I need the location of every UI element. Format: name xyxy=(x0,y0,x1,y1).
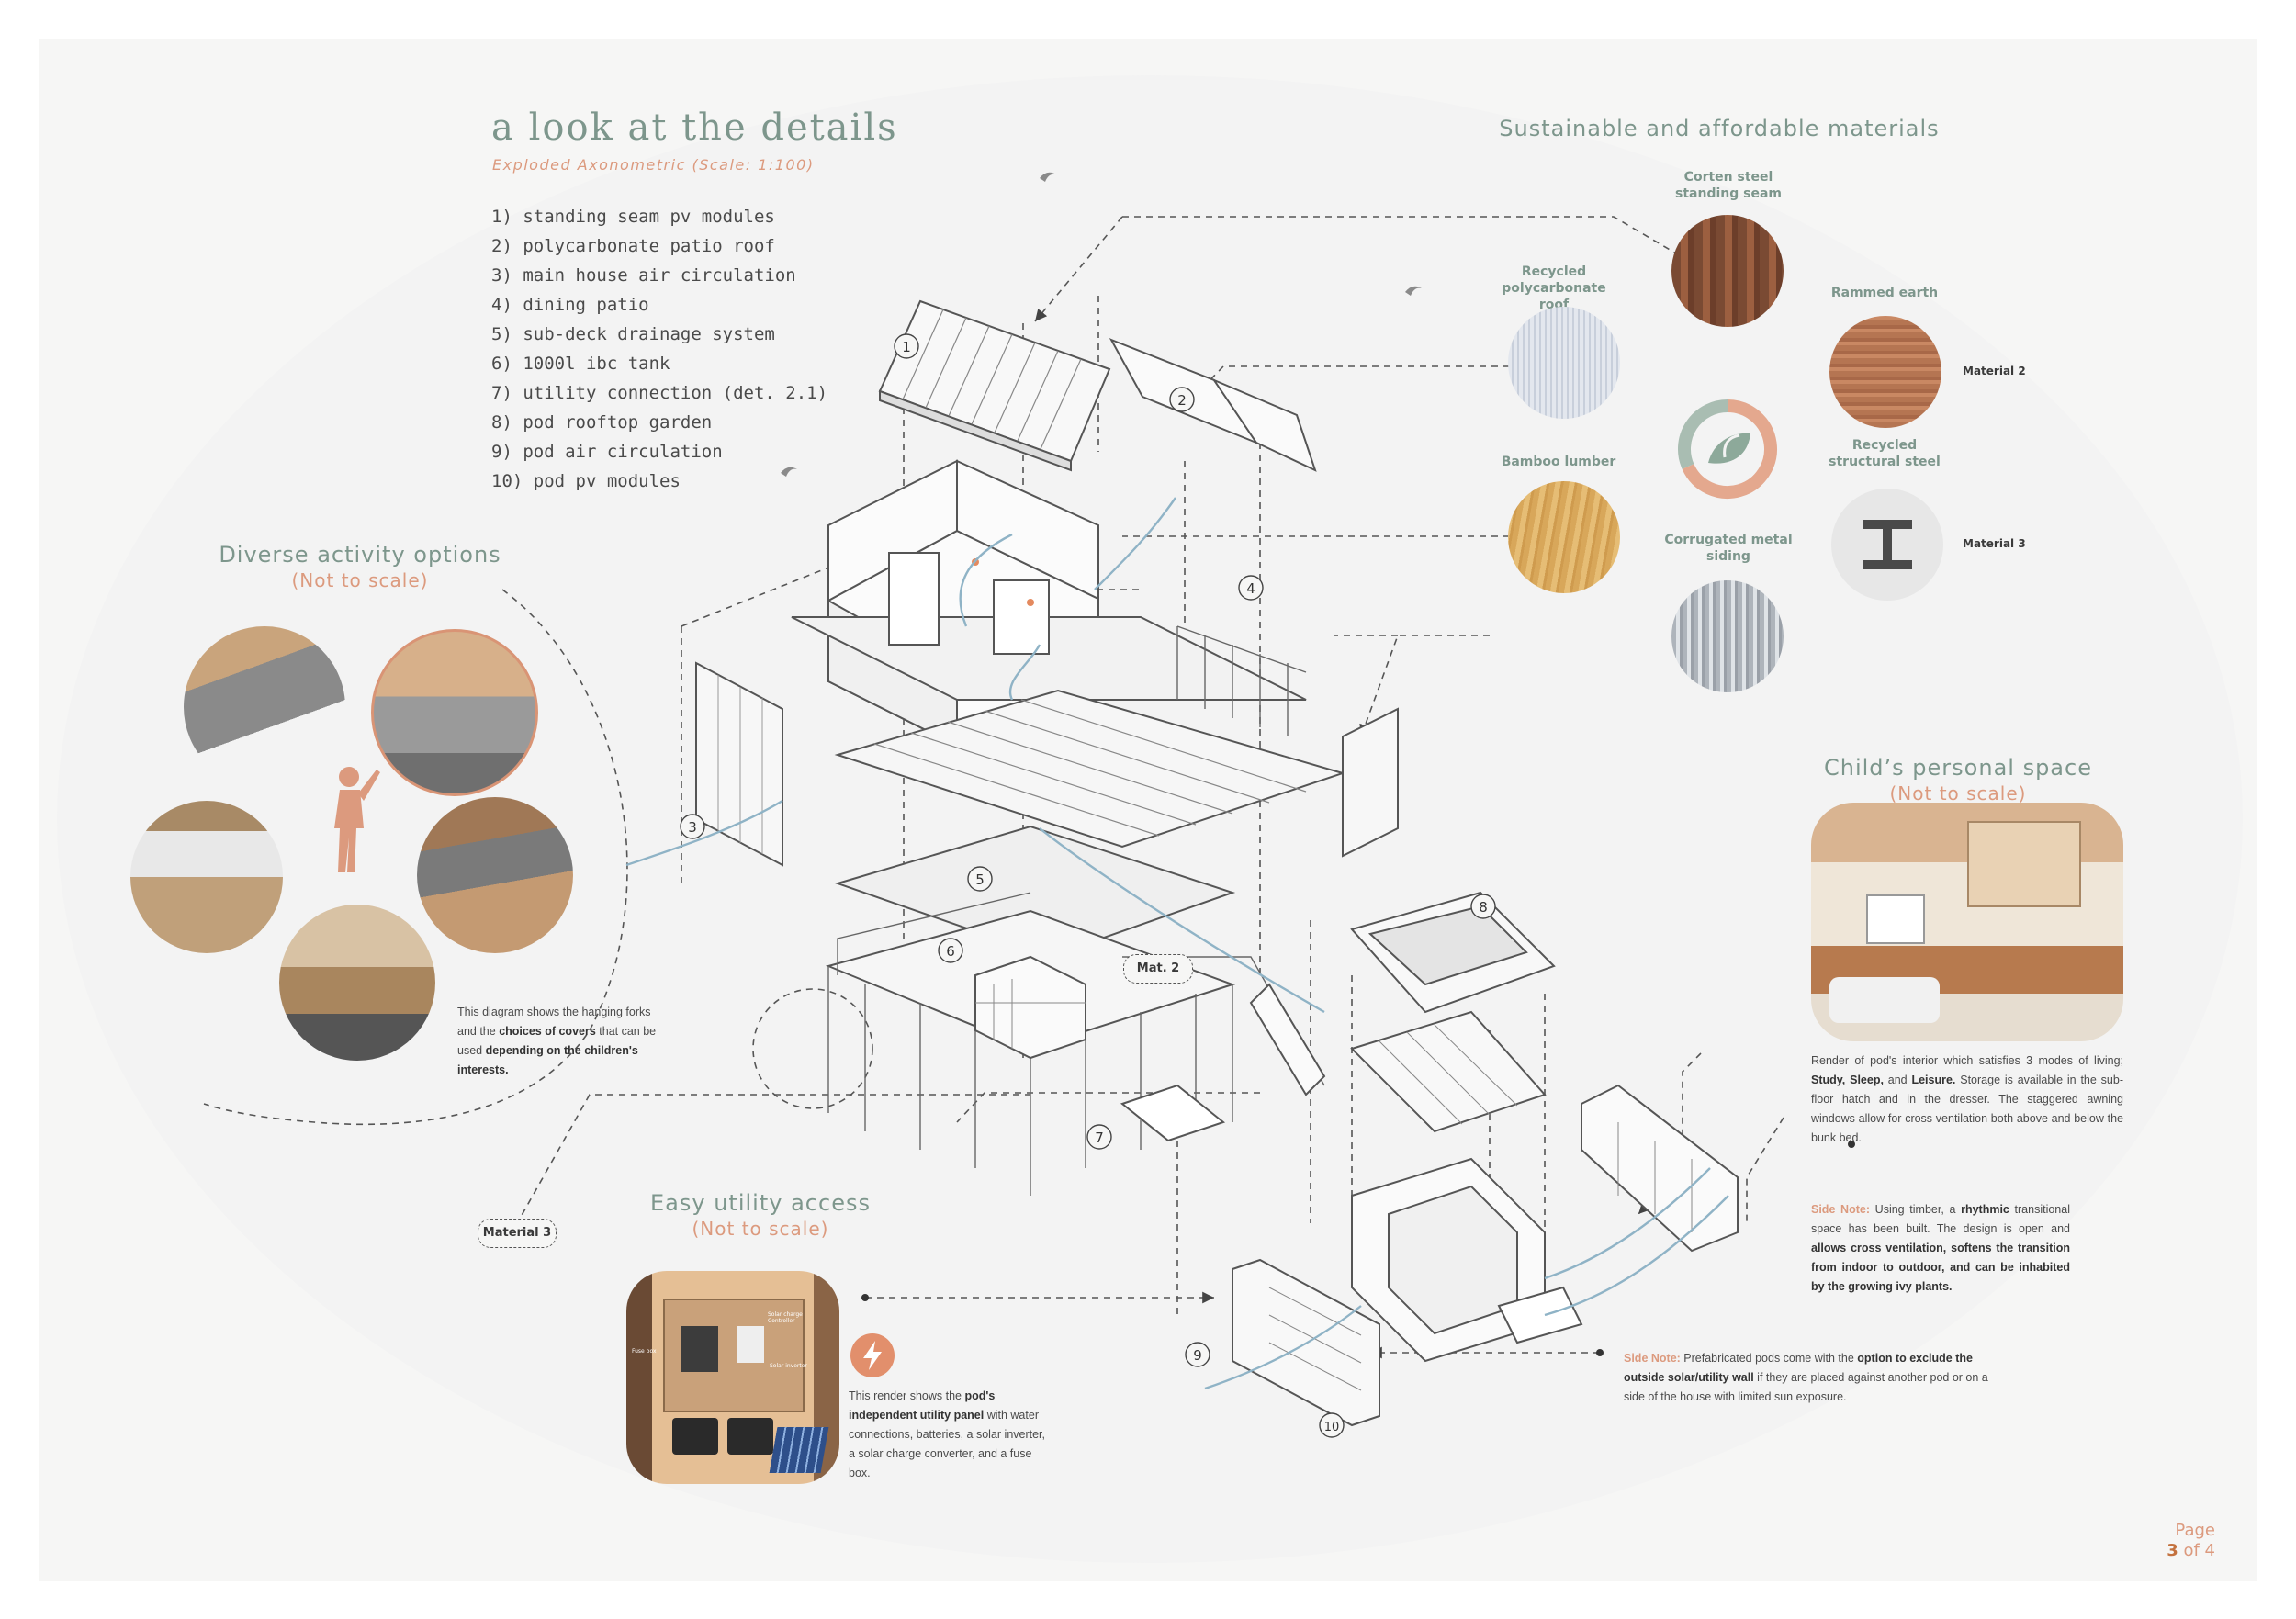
marker-label: 6 xyxy=(946,943,955,960)
legend-item: 3) main house air circulation xyxy=(491,265,796,286)
activity-basketball-render xyxy=(279,905,435,1061)
activity-slide-render xyxy=(130,801,283,953)
material-label-polycarbonate: Recycled polycarbonate roof xyxy=(1502,264,1606,312)
patio-roof xyxy=(1109,338,1317,472)
legend-item: 1) standing seam pv modules xyxy=(491,207,775,227)
activity-note: (Not to scale) xyxy=(291,569,429,591)
marker-label: 8 xyxy=(1479,899,1488,916)
corrugated-swatch xyxy=(1671,580,1784,692)
child-space-title: Child’s personal space xyxy=(1824,755,2092,781)
material-label-corrugated: Corrugated metal siding xyxy=(1664,533,1793,564)
child-figure-icon xyxy=(334,767,380,872)
legend-item: 7) utility connection (det. 2.1) xyxy=(491,383,828,403)
page-indicator: Page 3 of 4 xyxy=(2142,1521,2215,1561)
marker-label: 7 xyxy=(1095,1130,1104,1146)
legend-item: 4) dining patio xyxy=(491,295,649,315)
material-label-structural-steel: Recycled structural steel xyxy=(1829,438,1941,469)
utility-note: (Not to scale) xyxy=(692,1218,829,1240)
pod-rooftop-garden xyxy=(1350,891,1556,1014)
material-label-rammed-earth: Rammed earth xyxy=(1830,286,1939,300)
pod-floor-framing xyxy=(1350,1010,1547,1133)
marker-label: 1 xyxy=(902,339,911,355)
legend-item: 6) 1000l ibc tank xyxy=(491,354,670,374)
pod-interior-render xyxy=(1811,803,2123,1041)
activity-arc xyxy=(203,589,628,1126)
utility-caption: This render shows the pod's independent … xyxy=(849,1389,1046,1479)
child-space-note: (Not to scale) xyxy=(1889,782,2027,804)
material-3-tag: Material 3 xyxy=(1963,537,2026,550)
legend-item: 10) pod pv modules xyxy=(491,471,681,491)
number-markers xyxy=(680,333,1496,1438)
marker-label: 4 xyxy=(1246,580,1255,597)
legend-item: 8) pod rooftop garden xyxy=(491,412,713,433)
structural-steel-swatch xyxy=(1831,489,1943,601)
poster-sheet: a look at the details Exploded Axonometr… xyxy=(39,39,2257,1581)
page-number: 3 of 4 xyxy=(2167,1541,2215,1560)
exploded-axonometric-diagram: 1 2 3 4 5 6 7 8 9 10 xyxy=(203,172,1855,1438)
activity-net-render xyxy=(184,626,345,788)
material-3-callout: Material 3 xyxy=(478,1219,557,1248)
utility-title: Easy utility access xyxy=(650,1190,871,1216)
marker-label: 9 xyxy=(1193,1347,1202,1364)
marker-label: 5 xyxy=(975,871,985,888)
render-label: Solar charge Controller xyxy=(768,1311,803,1324)
side-wall-left xyxy=(695,661,783,867)
bamboo-swatch xyxy=(1508,481,1620,593)
child-space-caption: Render of pod's interior which satisfies… xyxy=(1811,1054,2123,1144)
activity-swing-render xyxy=(371,629,538,796)
lightning-icon xyxy=(850,1333,895,1377)
material-label-bamboo: Bamboo lumber xyxy=(1501,455,1616,469)
legend-item: 2) polycarbonate patio roof xyxy=(491,236,775,256)
page-title: a look at the details xyxy=(491,107,898,149)
marker-label: 3 xyxy=(688,819,697,836)
pod-volume xyxy=(1351,1157,1583,1363)
marker-label: 10 xyxy=(1324,1421,1340,1434)
legend-item: 9) pod air circulation xyxy=(491,442,723,462)
material-2-tag: Material 2 xyxy=(1963,365,2026,377)
utility-panel-render: Solar charge Controller Solar inverter F… xyxy=(626,1271,839,1484)
polycarbonate-swatch xyxy=(1508,307,1620,419)
pv-roof xyxy=(878,299,1111,472)
activity-title: Diverse activity options xyxy=(219,542,501,568)
bird-icon xyxy=(781,172,1422,477)
sustainability-icon xyxy=(1671,393,1784,505)
side-note-prefab: Side Note: Prefabricated pods come with … xyxy=(1624,1352,1988,1403)
activity-booth-render xyxy=(417,797,573,953)
house-volume xyxy=(791,459,1307,748)
rammed-earth-swatch xyxy=(1829,316,1941,428)
page-subtitle: Exploded Axonometric (Scale: 1:100) xyxy=(492,156,815,174)
marker-label: 2 xyxy=(1177,392,1187,409)
mat-2-tag: Mat. 2 xyxy=(1123,954,1193,984)
tank-callout-circle xyxy=(752,988,873,1109)
foundation-deck xyxy=(825,892,1326,1196)
side-wall-right xyxy=(1342,707,1399,858)
legend-list: 1) standing seam pv modules 2) polycarbo… xyxy=(491,202,827,496)
materials-title: Sustainable and affordable materials xyxy=(1499,116,1940,141)
number-marker-labels: 1 2 3 4 5 6 7 8 9 10 xyxy=(688,339,1488,1434)
side-note-transition: Side Note: Using timber, a rhythmic tran… xyxy=(1811,1203,2070,1293)
air-flow-arrows xyxy=(625,497,1729,1390)
activity-caption: This diagram shows the hanging forks and… xyxy=(457,1006,657,1076)
page-label: Page xyxy=(2175,1521,2215,1540)
material-label-corten: Corten steel standing seam xyxy=(1675,170,1782,201)
render-label: Solar inverter xyxy=(770,1363,807,1369)
pod-transition-stair xyxy=(1581,1084,1739,1253)
patio-railing xyxy=(1176,625,1307,736)
corten-swatch xyxy=(1671,215,1784,327)
legend-item: 5) sub-deck drainage system xyxy=(491,324,775,344)
render-label: Fuse box xyxy=(632,1348,657,1355)
